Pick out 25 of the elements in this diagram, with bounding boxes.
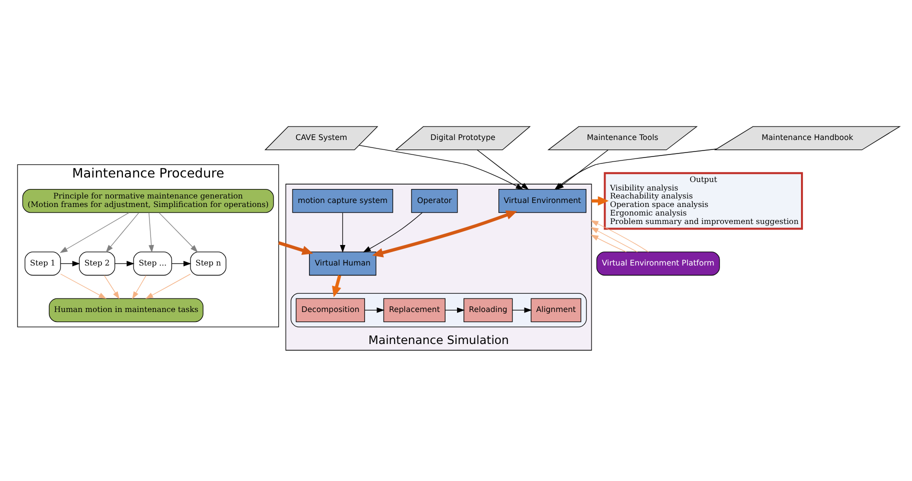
arrow [171,260,192,266]
arrow [60,260,80,266]
arrow [60,273,106,298]
arrow [512,306,532,312]
arrow [340,212,346,252]
arrow [358,144,524,190]
arrow [158,212,198,252]
cluster [290,292,587,327]
arrow [132,274,146,299]
arrow [476,149,529,190]
arrow [60,212,130,253]
arrow [104,274,120,299]
arrow [590,234,627,252]
arrow [590,220,649,252]
arrow [444,306,465,312]
arrow [332,274,342,297]
arrow [114,260,134,266]
arrow [148,212,154,252]
arrow [145,273,191,298]
arrow [278,240,314,254]
arrow [106,212,140,252]
arrow [372,210,518,257]
arrow [590,226,638,252]
arrow [363,212,423,252]
arrow [364,306,385,312]
